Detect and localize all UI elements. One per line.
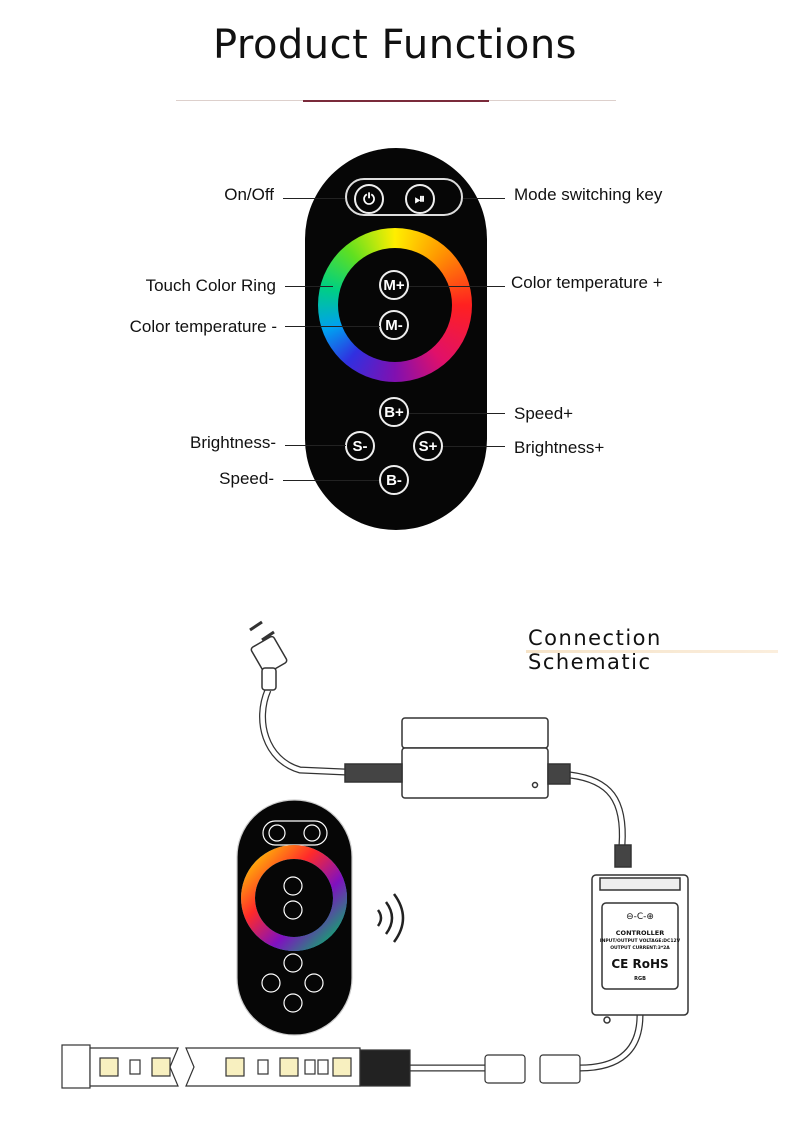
- callout-line: [443, 446, 505, 447]
- page-title: Product Functions: [212, 22, 578, 68]
- controller-type: RGB: [634, 976, 646, 982]
- b-minus-button[interactable]: B-: [379, 465, 409, 495]
- label-ct-plus: Color temperature +: [511, 273, 663, 292]
- mode-button[interactable]: ⏯: [405, 184, 435, 214]
- callout-line: [283, 198, 345, 199]
- label-ct-minus: Color temperature -: [129, 317, 277, 336]
- label-touch-ring: Touch Color Ring: [145, 276, 276, 295]
- callout-line: [283, 480, 379, 481]
- small-remote: [236, 799, 353, 1036]
- schematic-title: Connection Schematic: [528, 626, 662, 674]
- controller-name: CONTROLLER: [615, 929, 665, 937]
- callout-line: [285, 326, 380, 327]
- controller: [591, 844, 689, 1024]
- callout-line: [285, 286, 333, 287]
- controller-voltage: INPUT/OUTPUT VOLTAGE:DC12V: [599, 939, 681, 944]
- callout-line: [409, 413, 505, 414]
- callout-line: [285, 445, 346, 446]
- power-plug: [249, 620, 288, 691]
- m-minus-button[interactable]: M-: [379, 310, 409, 340]
- label-brightness-plus: Brightness+: [514, 438, 605, 457]
- label-speed-minus: Speed-: [219, 469, 274, 488]
- led-strip: [61, 1044, 581, 1089]
- divider-accent: [303, 100, 489, 102]
- controller-current: OUTPUT CURRENT:3*2A: [610, 946, 670, 951]
- controller-cert: CE RoHS: [611, 957, 669, 971]
- signal-wave-icon: [376, 893, 405, 943]
- adapter-cable: [569, 771, 626, 846]
- s-minus-button[interactable]: S-: [345, 431, 375, 461]
- label-on-off: On/Off: [224, 185, 274, 204]
- label-brightness-minus: Brightness-: [190, 433, 276, 452]
- controller-output-cable: [579, 1014, 644, 1072]
- callout-line: [409, 286, 505, 287]
- m-plus-button[interactable]: M+: [379, 270, 409, 300]
- power-button[interactable]: ⏻: [354, 184, 384, 214]
- label-mode-key: Mode switching key: [514, 185, 663, 204]
- controller-polarity: ⊖-C-⊕: [626, 912, 654, 922]
- plug-cable: [259, 688, 346, 776]
- power-adapter: [344, 717, 571, 799]
- top-button-group: [345, 178, 463, 216]
- b-plus-button[interactable]: B+: [379, 397, 409, 427]
- schematic-title-underline: [526, 650, 778, 653]
- callout-line: [463, 198, 505, 199]
- s-plus-button[interactable]: S+: [413, 431, 443, 461]
- ring-center: [338, 248, 452, 362]
- label-speed-plus: Speed+: [514, 404, 574, 423]
